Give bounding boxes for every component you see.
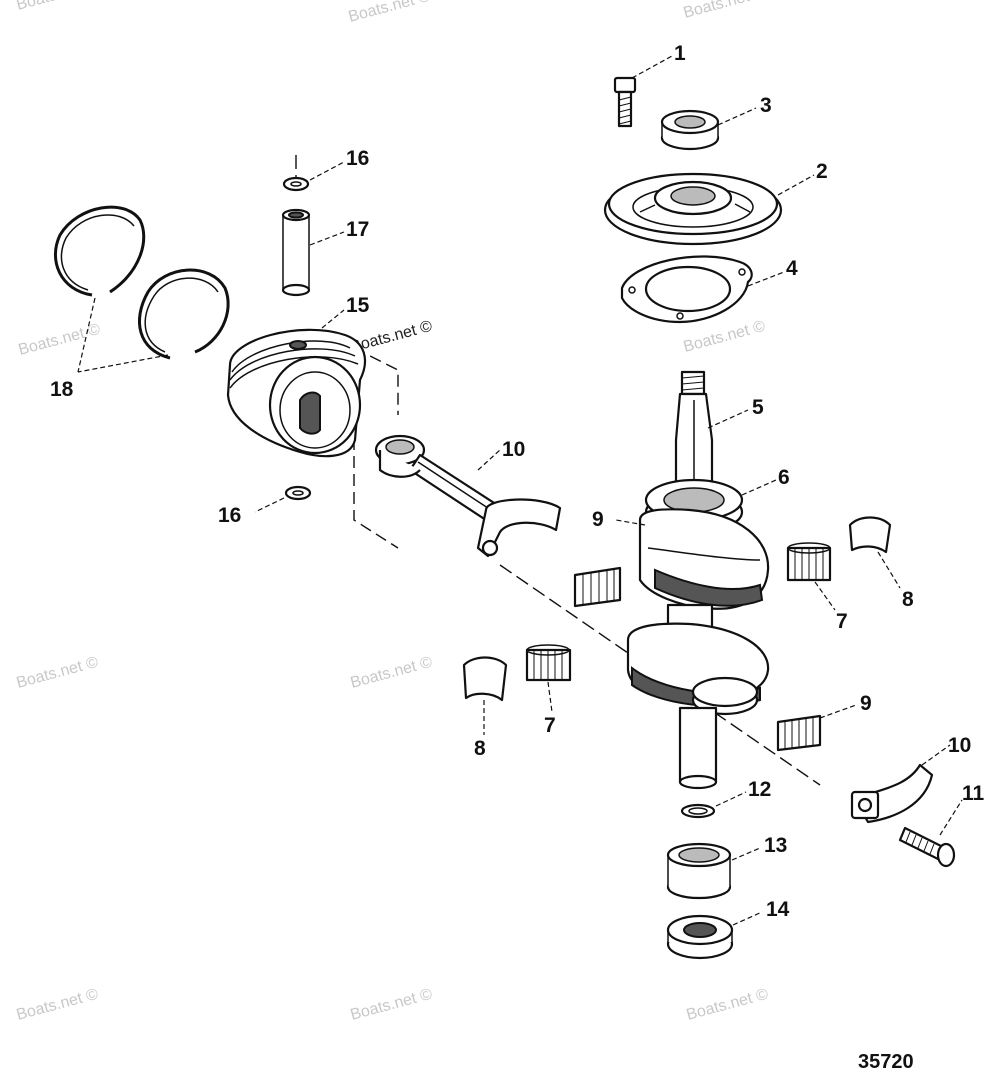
callout-10-rod: 10 [502, 438, 525, 461]
part-14-seal [666, 914, 734, 960]
callout-10-cap: 10 [948, 734, 971, 757]
callout-18: 18 [50, 378, 74, 401]
part-2-end-cap [603, 172, 783, 246]
part-8-race-left [462, 656, 508, 702]
watermark: Boats.net © [17, 321, 103, 359]
callout-16-bottom: 16 [218, 504, 241, 527]
assembly-axis-line [499, 564, 821, 786]
watermark: Boats.net © [349, 986, 435, 1024]
watermark: Boats.net © [15, 986, 101, 1024]
watermark: Boats.net © [682, 0, 768, 22]
part-7-bearing-cage-left [525, 644, 572, 682]
watermark: Boats.net © [685, 986, 771, 1024]
part-7-bearing-cage-right [786, 542, 832, 582]
callout-8-right: 8 [902, 588, 914, 611]
callout-2: 2 [816, 160, 828, 183]
part-11-cap-bolt [898, 826, 956, 868]
callout-7-right: 7 [836, 610, 848, 633]
watermark: Boats.net © [347, 0, 433, 26]
callout-15: 15 [346, 294, 370, 317]
callout-7-left: 7 [544, 714, 556, 737]
part-13-roller-bearing [666, 842, 732, 900]
part-1-bolt [613, 76, 637, 128]
callout-1: 1 [674, 42, 686, 65]
callout-3: 3 [760, 94, 772, 117]
callout-9-upper: 9 [592, 508, 604, 531]
part-17-piston-pin [281, 208, 311, 297]
part-15-piston [226, 328, 367, 458]
part-9-bearing-cage-upper [573, 566, 622, 608]
callout-4: 4 [786, 257, 798, 280]
callout-14: 14 [766, 898, 790, 921]
callout-9-lower: 9 [860, 692, 872, 715]
watermark: Boats.net © [15, 654, 101, 692]
watermark: Boats.net © [682, 318, 768, 356]
callout-13: 13 [764, 834, 787, 857]
part-12-washer [680, 803, 716, 819]
callout-17: 17 [346, 218, 369, 241]
part-3-seal [660, 109, 720, 151]
callout-6: 6 [778, 466, 790, 489]
leader-lines [77, 55, 963, 926]
watermark: Boats.net © [349, 654, 435, 692]
callout-5: 5 [752, 396, 764, 419]
part-9-bearing-cage-lower [776, 714, 822, 752]
callout-16-top: 16 [346, 147, 369, 170]
watermark: Boats.net © [15, 0, 101, 14]
part-16-retaining-clip-bottom [284, 485, 312, 501]
callout-12: 12 [748, 778, 771, 801]
callout-11: 11 [962, 782, 985, 805]
part-4-gasket [620, 255, 753, 324]
part-5-crankshaft [626, 370, 770, 790]
part-18-piston-rings [54, 205, 230, 360]
callout-8-left: 8 [474, 737, 486, 760]
figure-number: 35720 [858, 1051, 914, 1073]
callouts: 1 3 2 4 5 6 9 7 8 7 8 9 10 10 11 12 13 1… [50, 42, 985, 921]
part-8-race-right [848, 516, 892, 554]
part-10-rod-cap [850, 763, 934, 824]
part-10-connecting-rod [374, 434, 562, 558]
part-16-retaining-clip-top [282, 176, 310, 192]
